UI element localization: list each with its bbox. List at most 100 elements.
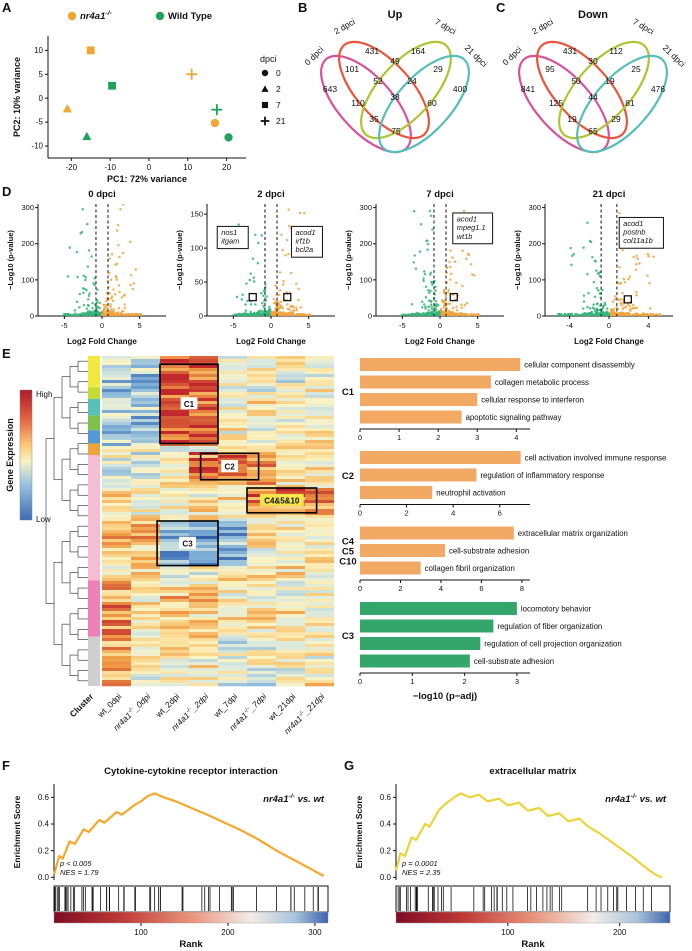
svg-text:-5: -5: [36, 118, 44, 127]
svg-text:10: 10: [34, 46, 43, 55]
svg-text:-10: -10: [31, 142, 43, 151]
svg-text:-4: -4: [566, 321, 573, 330]
svg-text:0.6: 0.6: [380, 793, 392, 802]
svg-text:25: 25: [631, 64, 641, 74]
panel-label-c: C: [496, 0, 506, 15]
svg-text:2: 2: [463, 677, 467, 686]
svg-text:locomotory behavior: locomotory behavior: [521, 605, 592, 614]
svg-text:itgam: itgam: [221, 237, 239, 246]
svg-text:200: 200: [613, 928, 627, 937]
svg-text:3: 3: [515, 677, 519, 686]
svg-text:cell activation involved immun: cell activation involved immune response: [525, 454, 667, 463]
svg-text:100: 100: [21, 275, 34, 284]
svg-text:acod1: acod1: [623, 219, 643, 228]
svg-text:0: 0: [358, 584, 362, 593]
svg-text:Wild Type: Wild Type: [168, 11, 212, 22]
svg-text:-20: -20: [66, 163, 78, 172]
svg-text:2: 2: [436, 433, 440, 442]
svg-text:4: 4: [646, 321, 650, 330]
svg-text:400: 400: [453, 84, 467, 94]
svg-text:0.0: 0.0: [38, 873, 50, 882]
svg-text:7: 7: [276, 100, 281, 110]
svg-text:20: 20: [222, 163, 231, 172]
svg-text:Enrichment Score: Enrichment Score: [354, 795, 364, 868]
svg-text:wt_7dpi: wt_7dpi: [211, 691, 240, 720]
svg-text:p < 0.005: p < 0.005: [59, 859, 92, 868]
panel-label-b: B: [298, 0, 308, 15]
svg-text:10: 10: [183, 163, 192, 172]
svg-text:50: 50: [571, 76, 581, 86]
svg-text:30: 30: [588, 56, 598, 66]
svg-text:Low: Low: [36, 515, 51, 524]
svg-text:200: 200: [221, 928, 235, 937]
svg-text:−Log10 (p-value): −Log10 (p-value): [175, 230, 184, 290]
svg-text:regulation of cell projection: regulation of cell projection organizati…: [484, 640, 621, 649]
svg-text:C3: C3: [342, 631, 354, 642]
svg-text:7 dpci: 7 dpci: [631, 16, 656, 36]
svg-text:0: 0: [358, 677, 362, 686]
svg-text:collagen fibril organization: collagen fibril organization: [425, 564, 515, 573]
svg-text:100: 100: [359, 275, 372, 284]
svg-text:nos1: nos1: [221, 228, 237, 237]
svg-text:60: 60: [427, 98, 437, 108]
svg-text:Up: Up: [388, 9, 403, 21]
svg-text:PC2: 10% variance: PC2: 10% variance: [12, 57, 22, 137]
svg-text:6: 6: [498, 509, 502, 518]
svg-text:regulation of fiber organizati: regulation of fiber organization: [497, 622, 602, 631]
svg-text:cell-substrate adhesion: cell-substrate adhesion: [449, 547, 529, 556]
svg-text:−log10 (p−adj): −log10 (p−adj): [413, 691, 477, 702]
svg-text:C4&5&10: C4&5&10: [264, 496, 300, 505]
svg-text:300: 300: [528, 203, 541, 212]
svg-text:3: 3: [475, 433, 479, 442]
svg-text:38: 38: [390, 92, 400, 102]
svg-text:-10: -10: [104, 163, 116, 172]
svg-text:C10: C10: [339, 557, 356, 568]
svg-text:0: 0: [438, 321, 442, 330]
svg-text:49: 49: [390, 56, 400, 66]
svg-text:NES = 2.35: NES = 2.35: [402, 868, 441, 877]
svg-text:200: 200: [21, 239, 34, 248]
svg-text:C4: C4: [342, 537, 355, 548]
panel-label-e: E: [2, 346, 11, 361]
svg-text:431: 431: [365, 46, 379, 56]
svg-text:0: 0: [199, 312, 203, 321]
svg-text:extracellular matrix organizat: extracellular matrix organization: [518, 529, 628, 538]
svg-text:acod1: acod1: [295, 228, 315, 237]
panel-label-a: A: [2, 0, 12, 15]
svg-text:0: 0: [607, 321, 611, 330]
svg-text:High: High: [36, 390, 52, 399]
svg-text:C1: C1: [184, 400, 195, 409]
svg-text:24: 24: [407, 76, 417, 86]
svg-text:bcl2a: bcl2a: [295, 245, 313, 254]
svg-text:Enrichment Score: Enrichment Score: [12, 795, 22, 868]
svg-text:2: 2: [276, 84, 281, 94]
gsea-plot-cytokine: Cytokine-cytokine receptor interaction0.…: [12, 766, 329, 950]
svg-text:164: 164: [411, 46, 425, 56]
svg-text:44: 44: [588, 92, 598, 102]
svg-text:6: 6: [479, 584, 483, 593]
svg-text:4: 4: [514, 433, 518, 442]
svg-text:0: 0: [358, 433, 362, 442]
svg-text:Gene Expression: Gene Expression: [5, 418, 15, 492]
svg-text:p = 0.0001: p = 0.0001: [401, 859, 438, 868]
svg-text:65: 65: [588, 126, 598, 136]
svg-text:nr4a1-/- vs. wt: nr4a1-/- vs. wt: [605, 793, 667, 805]
svg-text:300: 300: [21, 203, 34, 212]
panel-label-d: D: [2, 184, 12, 199]
svg-text:cellular component disassembly: cellular component disassembly: [524, 361, 635, 370]
svg-text:Rank: Rank: [179, 939, 203, 950]
svg-text:2: 2: [398, 584, 402, 593]
svg-text:1: 1: [410, 677, 414, 686]
panel-label-g: G: [344, 758, 355, 773]
svg-text:4: 4: [439, 584, 443, 593]
svg-text:52: 52: [373, 76, 383, 86]
svg-text:0.2: 0.2: [38, 846, 50, 855]
svg-text:0: 0: [276, 68, 281, 78]
svg-text:postnb: postnb: [622, 228, 645, 237]
